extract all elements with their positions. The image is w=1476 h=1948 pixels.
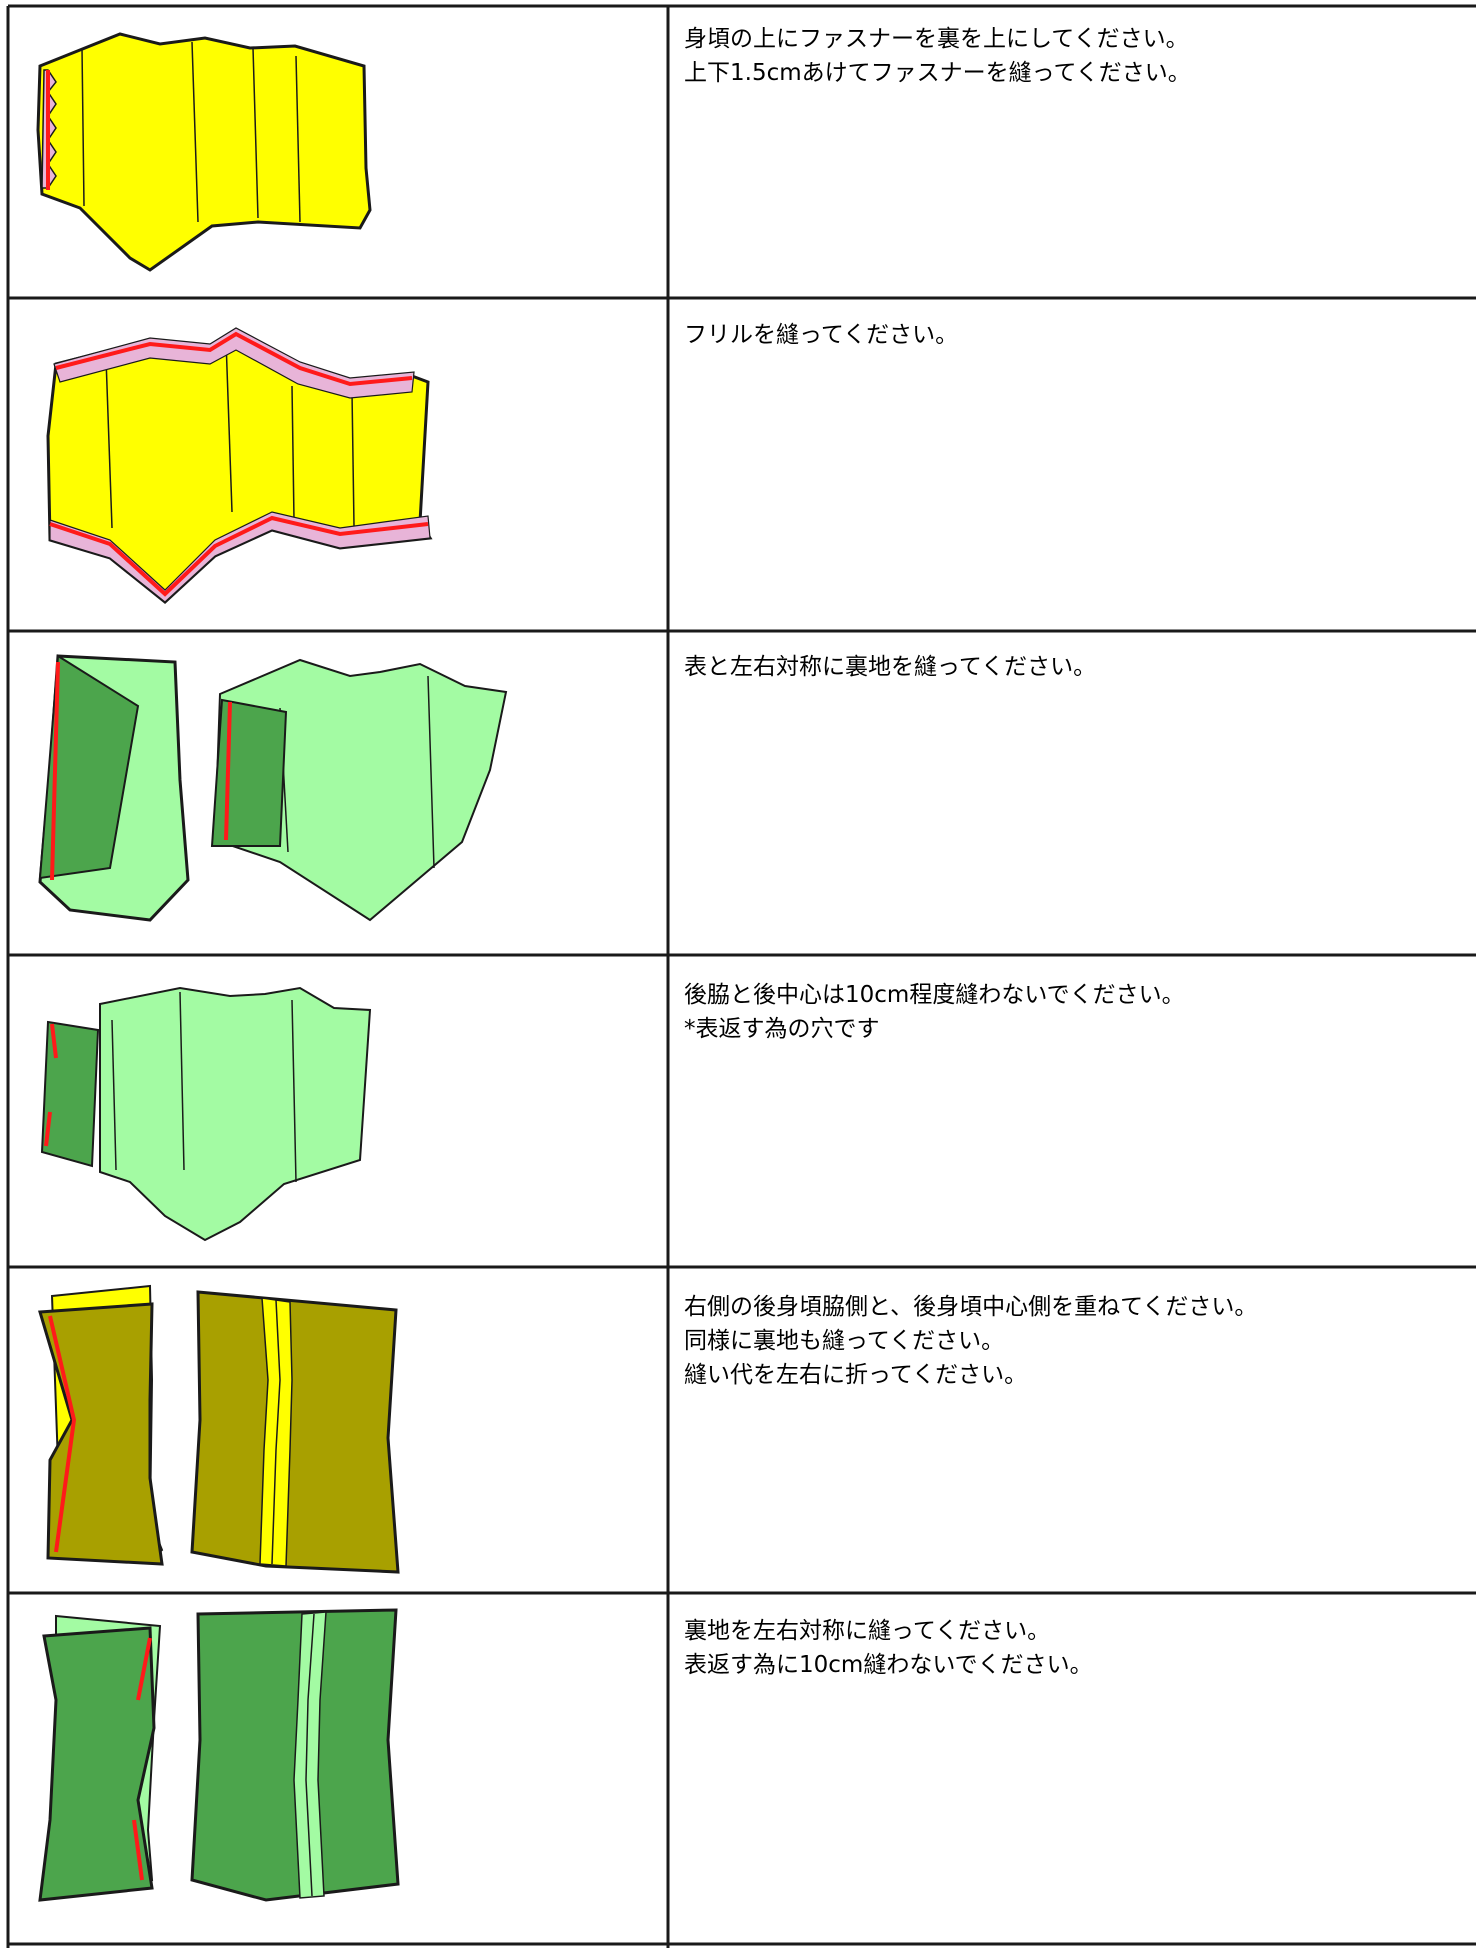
zipper-bodice-diagram	[36, 32, 372, 272]
step-3-illustration	[12, 637, 664, 951]
step-2-illustration	[12, 304, 664, 626]
frill-bodice-diagram	[46, 327, 433, 604]
step-1-instruction: 身頃の上にファスナーを裏を上にしてください。 上下1.5cmあけてファスナーを縫…	[684, 26, 1191, 86]
step-4-illustration	[12, 961, 664, 1263]
step-5-illustration	[12, 1273, 664, 1589]
step-6-instruction: 裏地を左右対称に縫ってください。 表返す為に10cm縫わないでください。	[684, 1618, 1093, 1678]
step-4-instruction: 後脇と後中心は10cm程度縫わないでください。 *表返す為の穴です	[684, 982, 1185, 1042]
back-panels-diagram	[38, 1284, 400, 1574]
lining-back-panels-diagram	[38, 1608, 400, 1902]
lining-diagram	[38, 654, 508, 922]
lining-openings-diagram	[40, 986, 372, 1242]
step-3-instruction: 表と左右対称に裏地を縫ってください。	[684, 654, 1097, 680]
step-5-instruction: 右側の後身頃脇側と、後身頃中心側を重ねてください。 同様に裏地も縫ってください。…	[684, 1294, 1258, 1388]
step-6-illustration	[12, 1599, 664, 1940]
step-1-illustration	[12, 12, 664, 294]
step-2-instruction: フリルを縫ってください。	[684, 322, 959, 348]
